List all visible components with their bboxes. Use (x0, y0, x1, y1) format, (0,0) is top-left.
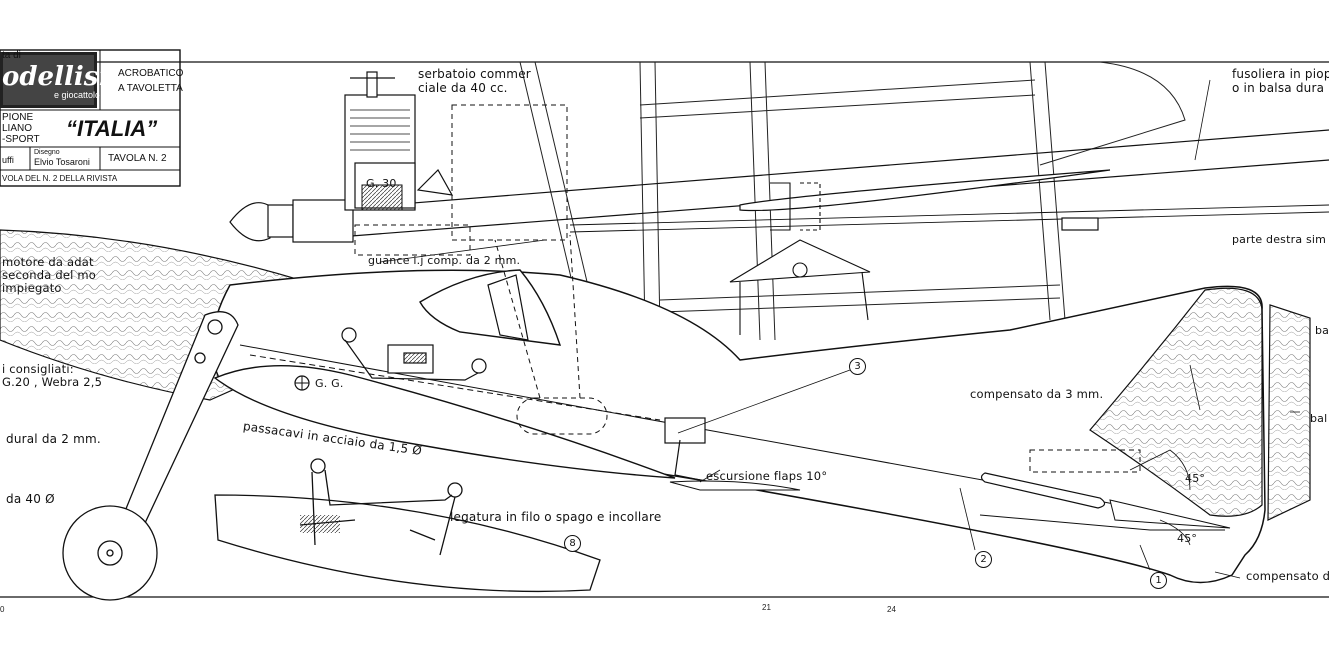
balsa-top: ba (1315, 324, 1329, 337)
binding-note: legatura in filo o spago e incollare (450, 510, 662, 524)
title-block-frame (0, 49, 181, 187)
right-side-note: parte destra sim (1232, 233, 1327, 246)
tank-note: serbatoio commer ciale da 40 cc. (418, 67, 531, 95)
title-footer: VOLA DEL N. 2 DELLA RIVISTA (2, 174, 118, 183)
tail-fin (1089, 287, 1263, 517)
callout-2: 2 (975, 551, 992, 568)
tank-outline (451, 104, 568, 241)
model-name: “ITALIA” (66, 116, 158, 141)
fuselage-top-view (299, 129, 1329, 241)
wire-guide-top (341, 327, 487, 381)
author-partial: uffi (2, 155, 14, 165)
top-view-frame (519, 61, 1186, 401)
fuselage-note: fusoliera in piop o in balsa dura (1232, 67, 1329, 95)
bellcrank (729, 182, 871, 335)
model-type-1: ACROBATICO (118, 68, 184, 79)
logo-block (0, 52, 97, 108)
title-header: ta di (2, 50, 21, 61)
sheet-number: TAVOLA N. 2 (108, 153, 167, 164)
page-number-left: 0 (0, 605, 5, 614)
flap-wing (669, 480, 801, 491)
flaps-note: escursione flaps 10° (706, 469, 828, 483)
logo-subtitle: e giocattolo (54, 90, 101, 100)
tank-lower (354, 224, 471, 256)
callout-3: 3 (849, 358, 866, 375)
logo-text: odellismo (2, 62, 144, 92)
leader-lines (379, 79, 1300, 579)
motor-note: motore da adat seconda del mo impiegato (2, 255, 96, 296)
champion-3: -SPORT (2, 134, 40, 145)
engine-label: G. 30 (366, 177, 397, 190)
tail-ply-note: compensato da 3 mm. (970, 387, 1104, 401)
wheel-note: da 40 Ø (6, 492, 55, 506)
elevator (980, 472, 1106, 509)
champion-2: LIANO (2, 123, 33, 134)
page-number-24: 24 (887, 605, 896, 614)
canopy-window (487, 274, 529, 341)
rudder (1267, 304, 1311, 521)
model-type-2: A TAVOLETTA (118, 83, 183, 94)
wire-guide-detail (299, 458, 463, 556)
engines-suggested: i consigliati: G.20 , Webra 2,5 (2, 362, 103, 390)
tail-dashed-box (1029, 449, 1141, 473)
angle-top: 45° (1185, 472, 1206, 485)
wheel (62, 505, 158, 601)
page-number-21: 21 (762, 603, 771, 612)
dural-note: dural da 2 mm. (6, 432, 101, 446)
drawing-author: Elvio Tosaroni (34, 157, 90, 167)
flap-rod (674, 439, 701, 481)
engine-drawing (229, 71, 454, 243)
elevator-link (1109, 499, 1231, 529)
drawing-label: Disegno (34, 149, 60, 156)
callout-8: 8 (564, 535, 581, 552)
balsa-mid: bal (1310, 412, 1328, 425)
tail-ply-bottom: compensato d (1246, 569, 1329, 583)
wing-tank (516, 397, 608, 435)
cg-label: G. G. (315, 377, 344, 390)
landing-gear (109, 311, 239, 556)
cheeks-note: guance i.j comp. da 2 mm. (368, 254, 521, 267)
champion-1: PIONE (2, 112, 34, 123)
callout-1: 1 (1150, 572, 1167, 589)
wing-section (213, 365, 676, 479)
engine-crankcase (361, 184, 403, 211)
angle-bottom: 45° (1177, 532, 1198, 545)
